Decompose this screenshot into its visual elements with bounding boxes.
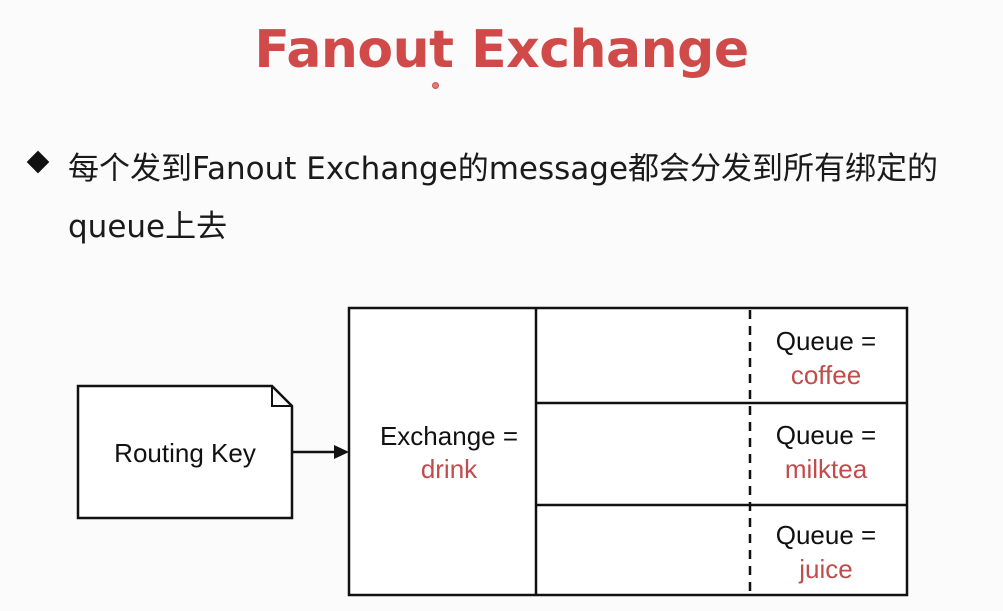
queue-value-juice: juice: [798, 554, 852, 584]
queue-label-1: Queue =: [776, 326, 876, 356]
exchange-value: drink: [421, 454, 478, 484]
routing-key-fold: [271, 386, 292, 407]
routing-arrow-head: [334, 445, 349, 459]
slide-title: Fanout Exchange: [254, 20, 749, 80]
exchange-frame: [347, 306, 909, 597]
bullet-point: 每个发到Fanout Exchange的message都会分发到所有绑定的que…: [26, 140, 970, 256]
bullet-text: 每个发到Fanout Exchange的message都会分发到所有绑定的que…: [68, 151, 939, 245]
queue-value-milktea: milktea: [785, 454, 868, 484]
queue-label-2: Queue =: [776, 420, 876, 450]
pointer-dot: [432, 82, 439, 89]
queue-value-coffee: coffee: [791, 360, 861, 390]
routing-key-box: [76, 384, 294, 520]
queue-label-3: Queue =: [776, 520, 876, 550]
routing-key-label: Routing Key: [114, 438, 256, 468]
exchange-label: Exchange =: [380, 421, 518, 451]
